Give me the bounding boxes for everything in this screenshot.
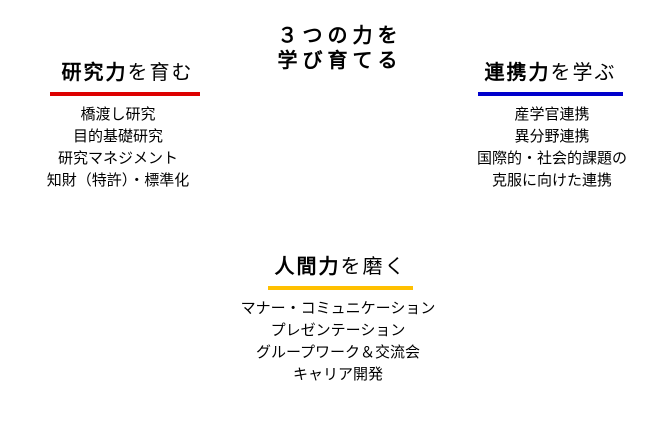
collaboration-item-list: 産学官連携 異分野連携 国際的・社会的課題の 克服に向けた連携	[447, 104, 657, 192]
list-item: グループワーク＆交流会	[255, 344, 421, 361]
list-item: マナー・コミュニケーション	[240, 300, 436, 317]
human-heading-keyword: 人間力	[274, 256, 341, 278]
research-underline	[50, 92, 200, 96]
list-item: 克服に向けた連携	[491, 172, 612, 189]
list-item: 研究マネジメント	[57, 150, 178, 167]
human-item-list: マナー・コミュニケーション プレゼンテーション グループワーク＆交流会 キャリア…	[218, 298, 458, 386]
research-item-list: 橋渡し研究 目的基礎研究 研究マネジメント 知財（特許）・標準化	[13, 104, 223, 192]
main-title: ３つの力を 学び育てる	[240, 24, 440, 74]
list-item: 目的基礎研究	[72, 128, 163, 145]
human-heading: 人間力を磨く	[243, 255, 438, 279]
collaboration-underline	[478, 92, 623, 96]
list-item: キャリア開発	[292, 366, 383, 383]
collaboration-heading-keyword: 連携力	[484, 62, 551, 84]
list-item: 国際的・社会的課題の	[476, 150, 627, 167]
research-heading-suffix: を育む	[127, 62, 194, 84]
human-heading-suffix: を磨く	[340, 256, 407, 278]
list-item: 知財（特許）・標準化	[46, 172, 190, 189]
research-heading: 研究力を育む	[30, 61, 225, 85]
main-title-line1: ３つの力を	[277, 25, 403, 47]
list-item: 橋渡し研究	[80, 106, 156, 123]
list-item: プレゼンテーション	[270, 322, 406, 339]
human-underline	[268, 286, 413, 290]
research-heading-keyword: 研究力	[61, 62, 128, 84]
list-item: 異分野連携	[514, 128, 590, 145]
collaboration-heading-suffix: を学ぶ	[550, 62, 617, 84]
list-item: 産学官連携	[514, 106, 590, 123]
main-title-line2: 学び育てる	[277, 50, 403, 72]
collaboration-heading: 連携力を学ぶ	[453, 61, 648, 85]
